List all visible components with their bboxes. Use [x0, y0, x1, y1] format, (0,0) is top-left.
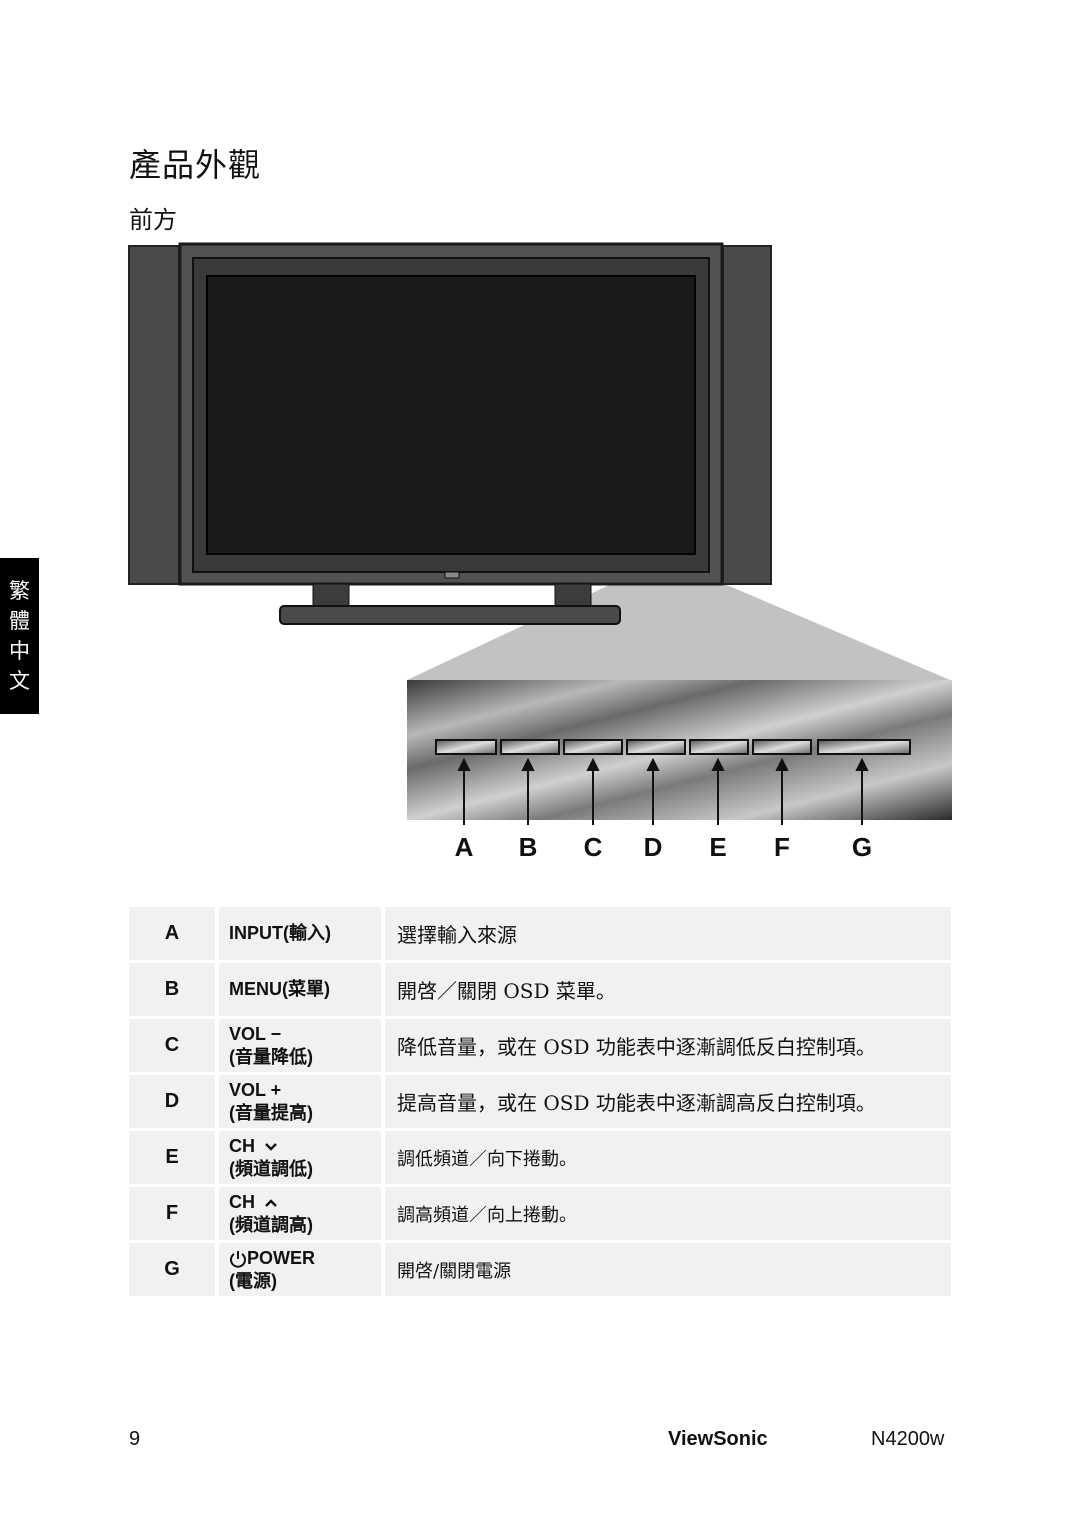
letter-g: G [851, 832, 873, 862]
left-speaker [128, 245, 180, 585]
row-key: E [129, 1131, 215, 1184]
brand-name: ViewSonic [668, 1428, 768, 1450]
row-key: C [129, 1019, 215, 1072]
button-d [626, 739, 686, 755]
stand-base [279, 605, 621, 625]
button-name-text: VOL − [229, 1023, 282, 1044]
button-name-sub: (電源) [229, 1270, 277, 1291]
button-name-text: CH [229, 1191, 255, 1212]
button-name-line: CH [229, 1135, 282, 1158]
row-key: B [129, 963, 215, 1016]
button-e [689, 739, 749, 755]
button-a [435, 739, 497, 755]
zoom-cone [407, 580, 950, 680]
power-indicator [444, 571, 460, 579]
right-speaker [722, 245, 772, 585]
button-description: 開啓／關閉 OSD 菜單。 [385, 963, 951, 1016]
table-row: C VOL − (音量降低) 降低音量，或在 OSD 功能表中逐漸調低反白控制項… [129, 1019, 951, 1072]
table-row: E CH (頻道調低) 調低頻道／向下捲動。 [129, 1131, 951, 1184]
side-tab-char: 繁 [9, 579, 30, 603]
letter-f: F [774, 832, 790, 862]
button-name-text: CH [229, 1135, 255, 1156]
button-name: INPUT(輸入) [219, 907, 381, 960]
letter-d: D [643, 832, 663, 862]
table-row: F CH (頻道調高) 調高頻道／向上捲動。 [129, 1187, 951, 1240]
section-subtitle: 前方 [129, 206, 177, 234]
table-row: D VOL + (音量提高) 提高音量，或在 OSD 功能表中逐漸調高反白控制項… [129, 1075, 951, 1128]
chevron-down-icon [265, 1142, 277, 1151]
side-tab-char: 文 [9, 669, 30, 693]
stand-neck-left [312, 583, 350, 609]
letter-b: B [518, 832, 538, 862]
letter-a: A [454, 832, 474, 862]
button-description: 調低頻道／向下捲動。 [385, 1131, 951, 1184]
side-tab-char: 體 [9, 609, 30, 633]
button-description: 選擇輸入來源 [385, 907, 951, 960]
button-name-sub: (音量提高) [229, 1102, 313, 1123]
button-name: CH (頻道調低) [219, 1131, 381, 1184]
letter-e: E [709, 832, 727, 862]
button-name-line: POWER [229, 1247, 315, 1270]
button-letter-labels: A B C D E F G [0, 832, 1080, 866]
button-name: POWER (電源) [219, 1243, 381, 1296]
page-title: 產品外觀 [129, 146, 262, 184]
row-key: D [129, 1075, 215, 1128]
page-number: 9 [129, 1428, 141, 1450]
language-side-tab: 繁 體 中 文 [0, 558, 39, 714]
button-name-sub: (頻道調低) [229, 1158, 313, 1179]
button-description: 降低音量，或在 OSD 功能表中逐漸調低反白控制項。 [385, 1019, 951, 1072]
row-key: A [129, 907, 215, 960]
panel-buttons [435, 739, 911, 755]
tv-screen [206, 275, 696, 555]
stand-neck-right [554, 583, 592, 609]
button-name-sub: (音量降低) [229, 1046, 313, 1067]
table-row: B MENU(菜單) 開啓／關閉 OSD 菜單。 [129, 963, 951, 1016]
button-name: VOL + (音量提高) [219, 1075, 381, 1128]
button-name: CH (頻道調高) [219, 1187, 381, 1240]
row-key: G [129, 1243, 215, 1296]
power-icon [230, 1250, 246, 1268]
button-function-table: A INPUT(輸入) 選擇輸入來源 B MENU(菜單) 開啓／關閉 OSD … [129, 907, 951, 1299]
row-key: F [129, 1187, 215, 1240]
table-row: A INPUT(輸入) 選擇輸入來源 [129, 907, 951, 960]
button-name-text: POWER [247, 1247, 316, 1268]
button-name-text: INPUT(輸入) [229, 923, 331, 943]
button-f [752, 739, 812, 755]
chevron-up-icon [265, 1199, 277, 1207]
button-description: 提高音量，或在 OSD 功能表中逐漸調高反白控制項。 [385, 1075, 951, 1128]
button-g [817, 739, 911, 755]
letter-c: C [583, 832, 603, 862]
button-name: VOL − (音量降低) [219, 1019, 381, 1072]
button-name: MENU(菜單) [219, 963, 381, 1016]
side-tab-char: 中 [9, 639, 30, 663]
model-number: N4200w [871, 1428, 945, 1450]
button-name-line: CH [229, 1191, 282, 1214]
button-b [500, 739, 560, 755]
button-name-text: VOL + [229, 1079, 282, 1100]
button-description: 調高頻道／向上捲動。 [385, 1187, 951, 1240]
button-description: 開啓/關閉電源 [385, 1243, 951, 1296]
tv-front-illustration [128, 242, 952, 825]
table-row: G POWER (電源) 開啓/關閉電源 [129, 1243, 951, 1296]
button-name-sub: (頻道調高) [229, 1214, 313, 1235]
button-name-text: MENU(菜單) [229, 979, 330, 999]
button-c [563, 739, 623, 755]
pointer-arrows [457, 757, 869, 825]
